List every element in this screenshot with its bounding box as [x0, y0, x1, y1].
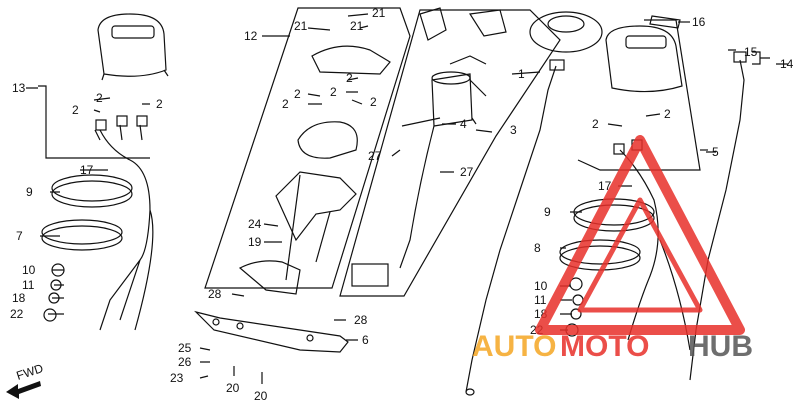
- key-cap: [419, 7, 447, 41]
- callout-11-left: 11: [22, 278, 35, 292]
- callout-2f: 2: [346, 71, 353, 85]
- meter-lens-8-right: [559, 239, 641, 265]
- bracket-5: [577, 19, 701, 171]
- bracket-panel-3: [339, 9, 561, 297]
- callout-14: 14: [780, 57, 794, 71]
- callout-23: 23: [170, 371, 184, 385]
- callout-17-right: 17: [598, 179, 612, 193]
- wiring-left: [99, 129, 154, 331]
- callout-13: 13: [12, 81, 26, 95]
- ignition-cover: [529, 11, 603, 53]
- lower-bracket: [275, 171, 357, 242]
- callout-5: 5: [712, 145, 719, 159]
- callout-20b: 20: [254, 389, 268, 403]
- watermark-hub: HUB: [688, 330, 753, 363]
- callout-10-left: 10: [22, 263, 36, 277]
- callout-16: 16: [692, 15, 706, 29]
- callout-18-left: 18: [12, 291, 26, 305]
- callout-2a: 2: [96, 91, 103, 105]
- callout-12: 12: [244, 29, 258, 43]
- callout-22-left: 22: [10, 307, 24, 321]
- callout-20a: 20: [226, 381, 240, 395]
- wiring-right: [619, 149, 691, 351]
- callout-2e: 2: [282, 97, 289, 111]
- callout-21c: 21: [350, 19, 364, 33]
- callout-9-left: 9: [26, 185, 33, 199]
- callout-2g: 2: [330, 85, 337, 99]
- callout-25: 25: [178, 341, 192, 355]
- watermark-moto: MOTO: [560, 330, 649, 363]
- callout-numbers: 13 2 2 2 17 9 7 10 11 18 22 12 21 21 21 …: [10, 6, 794, 403]
- watermark-triangle: [535, 135, 745, 335]
- cable-1: [465, 65, 557, 393]
- callout-7: 7: [16, 229, 23, 243]
- callout-11-right: 11: [534, 293, 547, 307]
- callout-17-left: 17: [80, 163, 94, 177]
- callout-6: 6: [362, 333, 369, 347]
- meter-lens-7-left: [41, 219, 123, 245]
- callout-15: 15: [744, 45, 758, 59]
- callout-3: 3: [510, 123, 517, 137]
- tachometer-right: [605, 25, 683, 93]
- speedometer-left: [97, 13, 169, 81]
- top-bracket-plate: [311, 45, 391, 75]
- callout-2b: 2: [72, 103, 79, 117]
- callout-24: 24: [248, 217, 262, 231]
- fwd-arrow: FWD: [6, 361, 45, 399]
- cover-plate: [468, 9, 507, 37]
- callout-2i: 2: [592, 117, 599, 131]
- fwd-text: FWD: [15, 361, 46, 383]
- callout-8: 8: [534, 241, 541, 255]
- watermark-auto: AUTO: [472, 330, 556, 363]
- upper-clamp: [297, 121, 358, 159]
- callout-19: 19: [248, 235, 262, 249]
- callout-2j: 2: [664, 107, 671, 121]
- callout-9-right: 9: [544, 205, 551, 219]
- callout-27a: 27: [368, 149, 382, 163]
- mount-plate-6: [194, 310, 349, 353]
- ignition-switch-4: [431, 73, 473, 127]
- switch-housing: [238, 260, 301, 295]
- callout-2c: 2: [156, 97, 163, 111]
- ignition-wiring: [399, 125, 435, 269]
- callout-27b: 27: [460, 165, 474, 179]
- label-plate-16: [649, 15, 681, 29]
- callout-1: 1: [518, 67, 525, 81]
- callout-10-right: 10: [534, 279, 548, 293]
- callout-26: 26: [178, 355, 192, 369]
- callout-21b: 21: [372, 6, 386, 20]
- callout-28b: 28: [354, 313, 368, 327]
- connector: [351, 263, 389, 287]
- bracket-13: [38, 85, 150, 159]
- bracket-panel-12: [204, 7, 411, 289]
- watermark-logo: AUTO MOTO HUB: [472, 135, 753, 363]
- callout-4: 4: [460, 117, 467, 131]
- meter-ring-9-left: [51, 174, 133, 202]
- callout-2d: 2: [294, 87, 301, 101]
- callout-2h: 2: [370, 95, 377, 109]
- callout-21a: 21: [294, 19, 308, 33]
- callout-28a: 28: [208, 287, 222, 301]
